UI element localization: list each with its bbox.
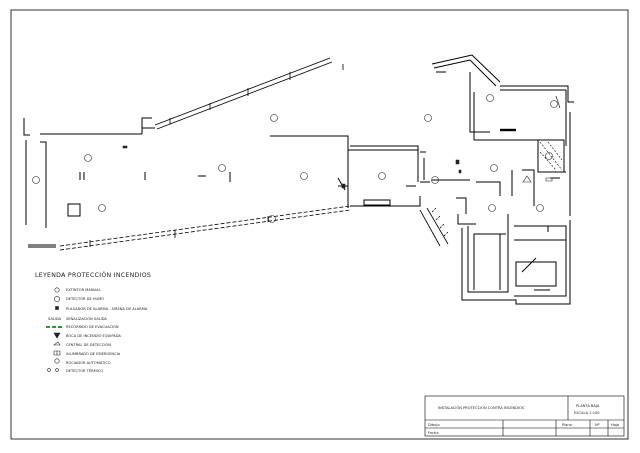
title-block: [424, 395, 625, 437]
extinguisher-icon: [455, 159, 460, 165]
sheet-border: [10, 9, 629, 440]
legend-title: LEYENDA PROTECCIÓN INCENDIOS: [35, 270, 151, 279]
legend-label: BOCA DE INCENDIO EQUIPADA: [66, 334, 121, 338]
legend-label: DETECTOR DE HUMO: [66, 297, 104, 301]
extinguisher-icon: [341, 183, 346, 189]
cell-plano: Plano: [562, 423, 572, 427]
plan-label: PLANTA BAJA: [576, 404, 600, 408]
smoke-detector-icon: [490, 164, 498, 172]
legend-label: SEÑALIZACIÓN SALIDA: [66, 316, 107, 321]
legend-bie-icon: [53, 332, 61, 339]
manual-alarm-icon: [458, 169, 462, 174]
bie-icon: [522, 175, 532, 183]
left-wing-walls: [23, 117, 349, 248]
legend: LEYENDA PROTECCIÓN INCENDIOS SALIDA EXTI…: [35, 270, 151, 373]
legend-label: RECORRIDO DE EVACUACIÓN: [66, 324, 119, 329]
right-wing-walls: [431, 54, 574, 305]
legend-label: EXTINTOR MANUAL: [66, 288, 101, 292]
bottom-diagonal-wall: [59, 205, 351, 251]
legend-exit-sign-icon: SALIDA: [48, 317, 62, 321]
smoke-detector-icon: [545, 152, 553, 160]
row-label-date: Fecha: [428, 431, 439, 435]
legend-label: ROCIADOR AUTOMÁTICO: [66, 360, 111, 365]
smoke-detector-icon: [218, 164, 226, 172]
project-title: INSTALACIÓN PROTECCIÓN CONTRA INCENDIOS: [438, 405, 525, 410]
legend-control-panel-icon: [53, 341, 61, 346]
legend-sensor-icon: [55, 368, 59, 372]
legend-manual-alarm-icon: [55, 306, 59, 310]
smoke-detector-icon: [550, 100, 558, 108]
cell-numero: Nº: [595, 423, 600, 427]
legend-label: CENTRAL DE DETECCIÓN: [66, 342, 111, 347]
manual-alarm-icon: [122, 145, 128, 149]
smoke-detector-icon: [378, 172, 386, 180]
legend-label: DETECTOR TÉRMICO: [66, 368, 103, 373]
smoke-detector-icon: [424, 114, 432, 122]
smoke-detector-icon: [300, 172, 308, 180]
legend-label: PULSADOR DE ALARMA - SIRENA DE ALARMA: [66, 307, 148, 311]
legend-sensor-icon: [47, 368, 51, 372]
smoke-detector-icon: [488, 204, 496, 212]
smoke-detector-icon: [98, 204, 106, 212]
emergency-light-icon: [545, 177, 553, 182]
smoke-detector-icon: [268, 215, 276, 223]
scale-label: ESCALA 1:100: [574, 411, 600, 415]
row-label-drawing: Dibujo: [428, 423, 440, 427]
central-section-walls: [337, 145, 430, 207]
smoke-detector-icon: [536, 204, 544, 212]
cell-hoja: Hoja: [611, 423, 619, 427]
plan-symbols: [32, 94, 558, 223]
legend-emergency-light-icon: [53, 350, 61, 356]
legend-smoke-detector-icon: [54, 296, 60, 302]
ramp-walls: [419, 207, 449, 247]
smoke-detector-icon: [270, 114, 278, 122]
top-diagonal-wall: [154, 57, 344, 130]
stair-hatch: [539, 95, 563, 171]
smoke-detector-icon: [486, 94, 494, 102]
legend-label: ALUMBRADO DE EMERGENCIA: [66, 352, 121, 356]
smoke-detector-icon: [84, 154, 92, 162]
smoke-detector-icon: [32, 176, 40, 184]
legend-sprinkler-icon: [54, 358, 60, 364]
smoke-detector-icon: [431, 176, 439, 184]
legend-extinguisher-icon: [54, 287, 60, 293]
